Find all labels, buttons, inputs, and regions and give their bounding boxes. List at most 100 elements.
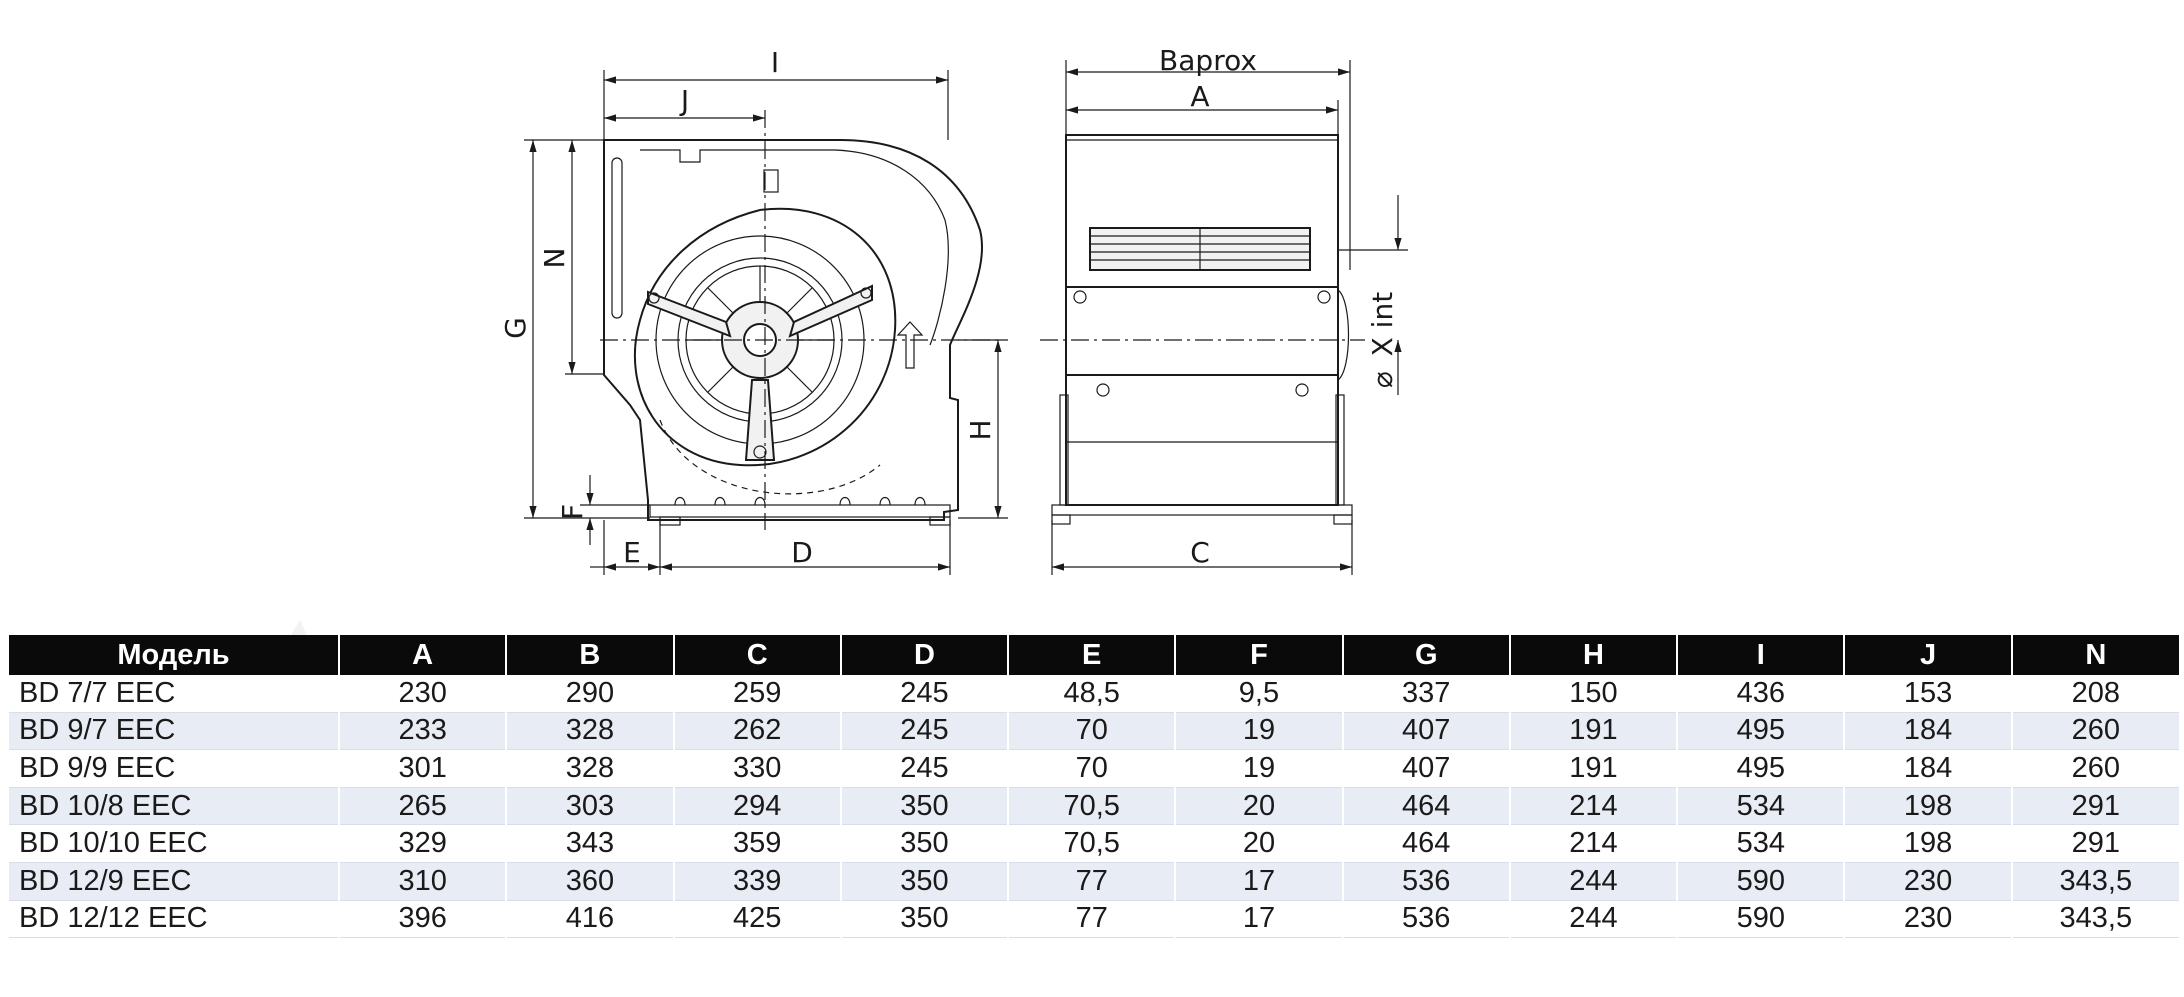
- table-cell: 198: [1843, 824, 2012, 863]
- table-cell: 495: [1676, 749, 1845, 788]
- dim-label-J: J: [679, 84, 689, 117]
- table-cell: 534: [1676, 824, 1845, 863]
- table-cell: 208: [2010, 675, 2179, 713]
- table-cell: 265: [337, 787, 507, 825]
- table-cell: 17: [1174, 862, 1343, 901]
- table-cell: 70,5: [1007, 824, 1176, 863]
- table-cell: 291: [2010, 824, 2179, 863]
- table-cell: 339: [672, 862, 841, 901]
- dim-label-G: G: [499, 317, 532, 339]
- table-cell: 233: [337, 712, 507, 750]
- dim-label-F: F: [556, 504, 589, 520]
- table-cell: 350: [839, 824, 1009, 863]
- table-cell: 245: [839, 749, 1009, 788]
- table-cell: 303: [505, 787, 674, 825]
- table-cell: 153: [1843, 675, 2012, 713]
- column-header-i: I: [1676, 635, 1845, 675]
- dim-label-X-text: X int: [1366, 292, 1399, 357]
- dim-label-A: A: [1190, 80, 1209, 113]
- model-name-cell: BD 9/9 EEC: [9, 749, 339, 788]
- table-cell: 230: [337, 675, 507, 713]
- table-cell: 329: [337, 824, 507, 863]
- table-cell: 70: [1007, 749, 1176, 788]
- column-header-a: A: [337, 635, 507, 675]
- table-cell: 184: [1843, 712, 2012, 750]
- table-cell: 330: [672, 749, 841, 788]
- table-cell: 464: [1341, 824, 1510, 863]
- table-cell: 328: [505, 712, 674, 750]
- model-name-cell: BD 10/10 EEC: [9, 824, 339, 863]
- table-cell: 294: [672, 787, 841, 825]
- column-header-c: C: [672, 635, 841, 675]
- table-cell: 407: [1341, 712, 1510, 750]
- table-cell: 230: [1843, 900, 2012, 938]
- side-view: Bаprox A ⌀ X int C: [1040, 44, 1408, 575]
- model-name-cell: BD 12/9 EEC: [9, 862, 339, 901]
- table-cell: 359: [672, 824, 841, 863]
- model-name-cell: BD 7/7 EEC: [9, 675, 339, 713]
- table-cell: 245: [839, 712, 1009, 750]
- table-cell: 291: [2010, 787, 2179, 825]
- column-header-d: D: [839, 635, 1009, 675]
- table-cell: 77: [1007, 862, 1176, 901]
- table-cell: 360: [505, 862, 674, 901]
- table-cell: 262: [672, 712, 841, 750]
- table-cell: 260: [2010, 749, 2179, 788]
- table-cell: 230: [1843, 862, 2012, 901]
- table-cell: 343,5: [2010, 900, 2179, 938]
- table-cell: 70,5: [1007, 787, 1176, 825]
- column-header-n: N: [2010, 635, 2179, 675]
- dim-label-B: Bаprox: [1159, 44, 1257, 77]
- dim-label-X: ⌀ X int: [1366, 292, 1399, 388]
- table-cell: 77: [1007, 900, 1176, 938]
- table-cell: 214: [1508, 824, 1678, 863]
- table-cell: 343: [505, 824, 674, 863]
- column-header-h: H: [1508, 635, 1678, 675]
- table-cell: 244: [1508, 862, 1678, 901]
- table-cell: 245: [839, 675, 1009, 713]
- model-name-cell: BD 12/12 EEC: [9, 900, 339, 938]
- model-name-cell: BD 10/8 EEC: [9, 787, 339, 825]
- table-cell: 20: [1174, 787, 1343, 825]
- column-header-model: Модель: [9, 635, 339, 675]
- table-cell: 590: [1676, 900, 1845, 938]
- column-header-j: J: [1843, 635, 2012, 675]
- table-cell: 350: [839, 862, 1009, 901]
- table-cell: 19: [1174, 712, 1343, 750]
- column-header-g: G: [1341, 635, 1510, 675]
- column-header-b: B: [505, 635, 674, 675]
- table-cell: 244: [1508, 900, 1678, 938]
- column-header-f: F: [1174, 635, 1343, 675]
- table-cell: 343,5: [2010, 862, 2179, 901]
- dim-label-N: N: [538, 248, 571, 269]
- table-cell: 396: [337, 900, 507, 938]
- table-cell: 310: [337, 862, 507, 901]
- table-cell: 328: [505, 749, 674, 788]
- table-cell: 495: [1676, 712, 1845, 750]
- table-cell: 9,5: [1174, 675, 1343, 713]
- table-cell: 536: [1341, 900, 1510, 938]
- dim-label-C: C: [1190, 536, 1210, 569]
- table-cell: 407: [1341, 749, 1510, 788]
- dim-label-H: H: [964, 419, 997, 440]
- table-cell: 198: [1843, 787, 2012, 825]
- table-cell: 534: [1676, 787, 1845, 825]
- table-cell: 337: [1341, 675, 1510, 713]
- table-cell: 17: [1174, 900, 1343, 938]
- table-cell: 70: [1007, 712, 1176, 750]
- table-cell: 536: [1341, 862, 1510, 901]
- column-header-e: E: [1007, 635, 1176, 675]
- table-cell: 20: [1174, 824, 1343, 863]
- table-cell: 301: [337, 749, 507, 788]
- table-cell: 425: [672, 900, 841, 938]
- table-cell: 191: [1508, 712, 1678, 750]
